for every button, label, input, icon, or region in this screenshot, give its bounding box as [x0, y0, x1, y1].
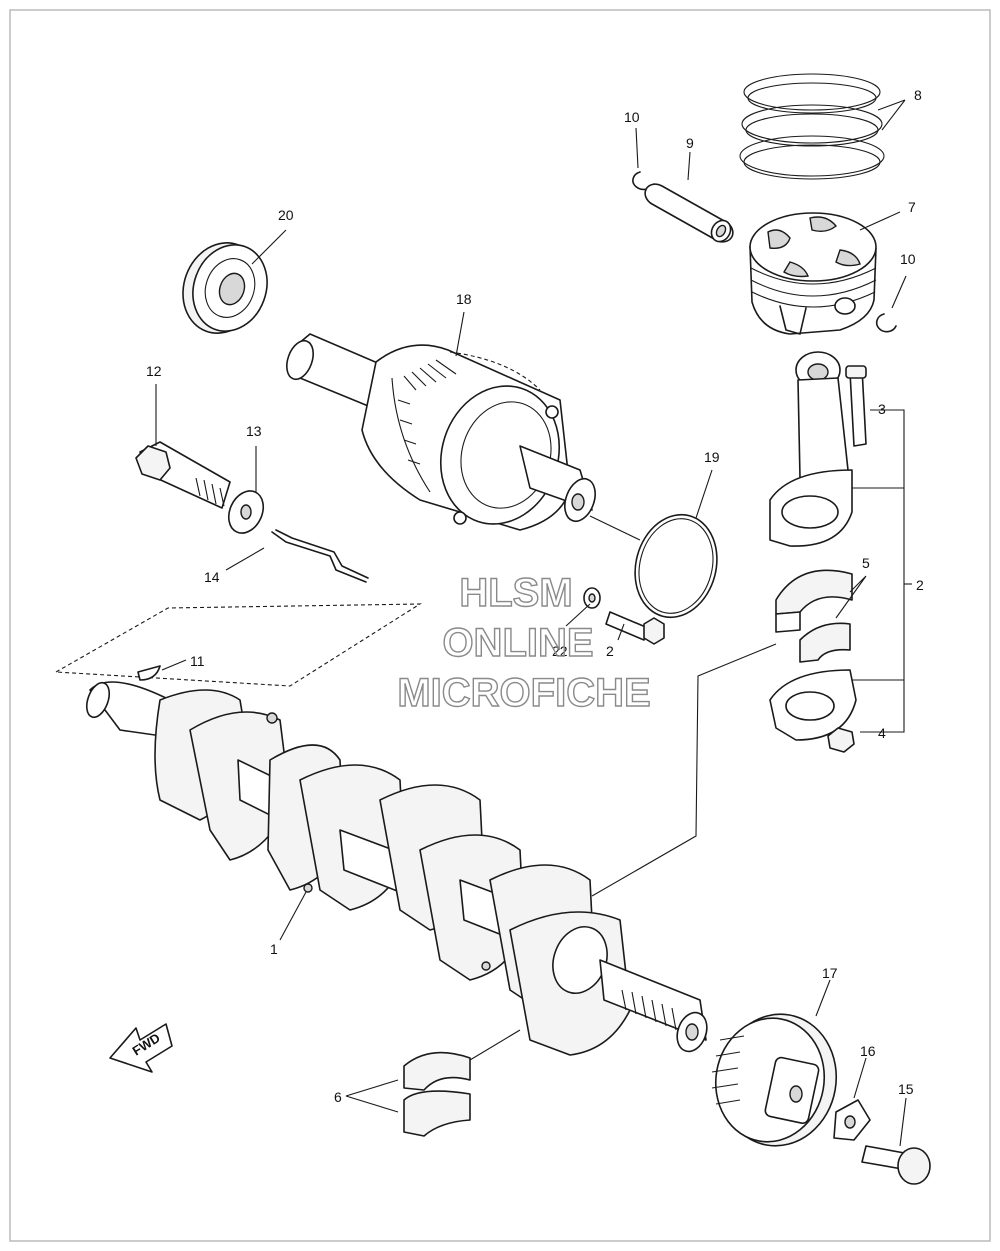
con-rod-nut [827, 727, 855, 753]
piston-pin [644, 183, 734, 243]
callout-12: 12 [146, 363, 162, 379]
con-rod-bolt [845, 365, 867, 447]
callout-17: 17 [822, 965, 838, 981]
callout-14: 14 [204, 569, 220, 585]
watermark: HLSM ONLINE MICROFICHE [397, 570, 652, 715]
watermark-line-3: MICROFICHE [397, 671, 650, 715]
callout-15: 15 [898, 1081, 914, 1097]
leader-lines [155, 99, 912, 1147]
callout-9: 9 [686, 135, 694, 151]
con-rod-bearing-upper [775, 569, 853, 633]
watermark-line-1: HLSM [459, 571, 572, 615]
washer [227, 490, 265, 534]
callout-10-lower: 10 [900, 251, 916, 267]
callout-labels: 8 10 9 7 10 20 18 12 13 3 19 5 2 14 22 2… [146, 87, 924, 1105]
bearing [182, 242, 268, 334]
callout-3: 3 [878, 401, 886, 417]
circlip-lower [875, 313, 897, 333]
o-ring [634, 513, 718, 619]
callout-8: 8 [914, 87, 922, 103]
lock-washer [833, 1099, 871, 1141]
gear-bolt [861, 1145, 931, 1185]
callout-19: 19 [704, 449, 720, 465]
callout-2-center: 2 [606, 643, 614, 659]
bolt-balancer [135, 441, 231, 509]
callout-4: 4 [878, 725, 886, 741]
con-rod-bearing-lower [799, 622, 851, 663]
o-ring-leader [589, 515, 641, 541]
callout-20: 20 [278, 207, 294, 223]
callout-2-right: 2 [916, 577, 924, 593]
callout-5: 5 [862, 555, 870, 571]
con-rod-cap [769, 669, 857, 741]
balancer-shaft-assembly [286, 333, 596, 531]
callout-6: 6 [334, 1089, 342, 1105]
connecting-rod [769, 351, 853, 547]
callout-13: 13 [246, 423, 262, 439]
piston [749, 212, 877, 335]
small-bolt [605, 611, 665, 645]
watermark-line-2: ONLINE [442, 621, 593, 665]
callout-1: 1 [270, 941, 278, 957]
piston-rings [739, 73, 885, 180]
dowel-pin [271, 529, 369, 583]
callout-16: 16 [860, 1043, 876, 1059]
crankshaft [85, 681, 708, 1056]
primary-drive-gear [711, 1013, 838, 1147]
callout-22: 22 [552, 643, 568, 659]
crank-main-bearings [403, 1051, 471, 1137]
gasket-washer [583, 587, 601, 609]
forward-direction-arrow: FWD [109, 1023, 173, 1073]
callout-7: 7 [908, 199, 916, 215]
callout-11: 11 [190, 653, 205, 669]
callout-10-upper: 10 [624, 109, 640, 125]
dashed-boundary [54, 603, 422, 687]
woodruff-key [137, 665, 161, 681]
callout-18: 18 [456, 291, 472, 307]
